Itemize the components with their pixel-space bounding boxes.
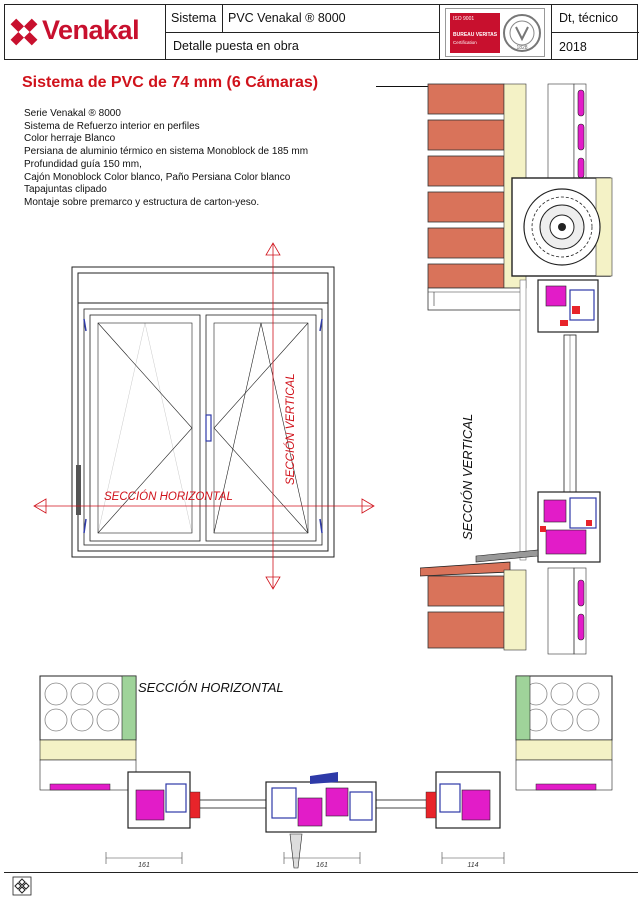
- description-line: Persiana de aluminio térmico en sistema …: [24, 146, 309, 158]
- brand-name: Venakal: [42, 15, 140, 45]
- certification-badge: ISO 9001 BUREAU VERITAS Certification 18…: [445, 8, 545, 57]
- window-sill: [420, 561, 511, 577]
- brand-logo: Venakal: [9, 15, 161, 51]
- description-line: Tapajuntas clipado: [24, 184, 107, 196]
- description-line: Color herraje Blanco: [24, 133, 116, 145]
- page-title: Sistema de PVC de 74 mm (6 Cámaras): [22, 74, 319, 91]
- detail-title: Detalle puesta en obra: [173, 39, 299, 53]
- system-description: Serie Venakal ® 8000 Sistema de Refuerzo…: [24, 108, 308, 210]
- page-bottom-border: [4, 872, 638, 873]
- brick-wall-upper: [427, 83, 505, 289]
- brick-wall-lower: [427, 575, 505, 649]
- title-leader-line: [376, 86, 476, 87]
- inner-frame: [77, 302, 329, 552]
- shutter-box: [77, 272, 329, 304]
- horizontal-section-line: [33, 498, 375, 514]
- description-line: Cajón Monoblock Color blanco, Paño Persi…: [24, 171, 291, 183]
- window-handle: [205, 414, 212, 442]
- dimension-label: 161: [316, 862, 328, 869]
- system-label: Sistema: [171, 11, 217, 25]
- outer-frame: [71, 266, 335, 558]
- dimension-label: 161: [138, 862, 150, 869]
- title-block: Venakal Sistema PVC Venakal ® 8000 Detal…: [4, 4, 639, 60]
- document-year: 2018: [559, 40, 587, 54]
- bureau-veritas-seal-icon: 1828: [503, 14, 541, 52]
- svg-text:1828: 1828: [516, 45, 527, 51]
- description-line: Profundidad guía 150 mm,: [24, 158, 142, 170]
- center-handle: [289, 833, 303, 869]
- horizontal-section-label: SECCIÓN HORIZONTAL: [104, 490, 233, 503]
- vertical-section-drawing: SECCIÓN VERTICAL: [420, 83, 613, 655]
- window-profile-bottom: [537, 491, 601, 563]
- document-type: Dt, técnico: [559, 11, 619, 25]
- vertical-section-label: SECCIÓN VERTICAL: [284, 373, 297, 485]
- horizontal-section-drawing: SECCIÓN HORIZONTAL 161 161 114: [39, 675, 613, 869]
- description-line: Sistema de Refuerzo interior en perfiles: [24, 120, 200, 132]
- window-profile-top: [537, 279, 599, 333]
- right-sash: [205, 314, 317, 542]
- horizontal-section-caption: SECCIÓN HORIZONTAL: [138, 680, 284, 695]
- venakal-footer-icon: [12, 876, 32, 896]
- vertical-section-line: [265, 242, 281, 590]
- venakal-mark-icon: [10, 18, 38, 46]
- left-sash: [89, 314, 201, 542]
- left-frame-profile: [127, 771, 201, 829]
- dimension-label: 114: [467, 862, 478, 869]
- description-line: Serie Venakal ® 8000: [24, 108, 121, 119]
- window-elevation-drawing: SECCIÓN HORIZONTAL SECCIÓN VERTICAL: [33, 242, 375, 590]
- center-mullion-profile: [265, 772, 377, 869]
- description-line: Montaje sobre premarco y estructura de c…: [24, 196, 260, 208]
- right-frame-profile: [425, 771, 501, 829]
- system-value: PVC Venakal ® 8000: [228, 11, 346, 25]
- vertical-section-caption: SECCIÓN VERTICAL: [460, 414, 475, 540]
